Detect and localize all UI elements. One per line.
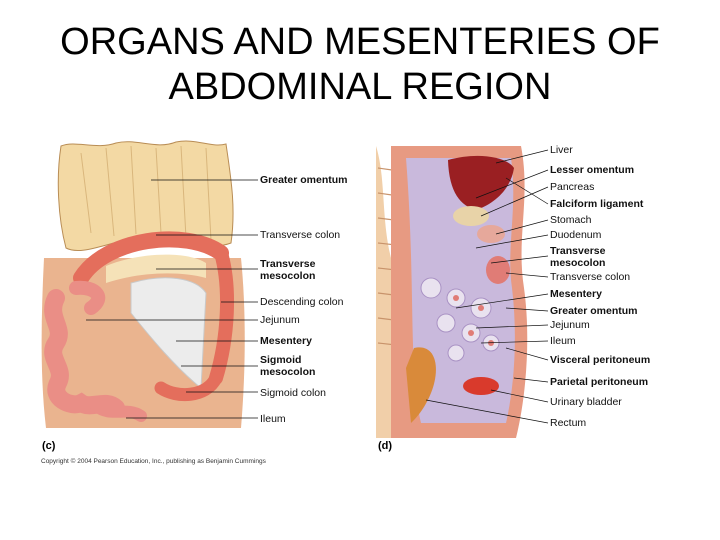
descending-colon-shape bbox=[209, 246, 235, 385]
label-sigmoid-c: Sigmoid bbox=[260, 354, 302, 366]
panel-c-drawing bbox=[41, 140, 258, 428]
transverse-colon-shape bbox=[73, 231, 229, 286]
label-visceral-peritoneum-d: Visceral peritoneum bbox=[550, 354, 651, 366]
anatomy-figure: Greater omentum Transverse colon Transve… bbox=[36, 138, 686, 470]
label-urinary-bladder-d: Urinary bladder bbox=[550, 396, 622, 408]
label-stomach-d: Stomach bbox=[550, 214, 592, 226]
label-jejunum-c: Jejunum bbox=[260, 314, 300, 326]
label-transverse-colon-d: Transverse colon bbox=[550, 271, 631, 283]
label-greater-omentum-d: Greater omentum bbox=[550, 305, 638, 317]
greater-omentum-shape bbox=[57, 140, 234, 252]
label-ileum-d: Ileum bbox=[550, 335, 576, 347]
label-transverse-d: Transverse bbox=[550, 245, 606, 257]
label-parietal-peritoneum-d: Parietal peritoneum bbox=[550, 376, 649, 388]
label-pancreas-d: Pancreas bbox=[550, 181, 595, 193]
copyright-notice: Copyright © 2004 Pearson Education, Inc.… bbox=[41, 458, 266, 465]
panel-label-d: (d) bbox=[378, 440, 393, 452]
panel-label-c: (c) bbox=[42, 440, 56, 452]
transverse-colon-d bbox=[486, 256, 510, 284]
stomach-shape bbox=[477, 225, 505, 243]
label-sigmoid-mesocolon-c: mesocolon bbox=[260, 366, 316, 378]
rectum-shape bbox=[406, 347, 436, 423]
label-mesocolon-d: mesocolon bbox=[550, 257, 606, 269]
label-sigmoid-colon-c: Sigmoid colon bbox=[260, 387, 326, 399]
anatomy-illustration bbox=[41, 140, 549, 438]
urinary-bladder-shape bbox=[463, 377, 499, 395]
label-rectum-d: Rectum bbox=[550, 417, 587, 429]
label-falciform-ligament-d: Falciform ligament bbox=[550, 198, 644, 210]
label-duodenum-d: Duodenum bbox=[550, 229, 602, 241]
pancreas-shape bbox=[453, 206, 489, 226]
label-greater-omentum-c: Greater omentum bbox=[260, 174, 348, 186]
ileum-shape bbox=[90, 400, 147, 422]
label-jejunum-d: Jejunum bbox=[550, 319, 590, 331]
panel-d-drawing bbox=[376, 146, 549, 438]
page-title: ORGANS AND MESENTERIES OF ABDOMINAL REGI… bbox=[0, 20, 720, 110]
title-line-1: ORGANS AND MESENTERIES OF bbox=[60, 21, 660, 63]
sigmoid-colon-shape bbox=[154, 371, 223, 402]
label-mesentery-d: Mesentery bbox=[550, 288, 602, 300]
label-descending-colon-c: Descending colon bbox=[260, 296, 344, 308]
label-ileum-c: Ileum bbox=[260, 413, 286, 425]
label-lesser-omentum-d: Lesser omentum bbox=[550, 164, 635, 176]
label-mesocolon-c: mesocolon bbox=[260, 270, 316, 282]
liver-shape bbox=[448, 155, 514, 210]
label-liver-d: Liver bbox=[550, 144, 573, 156]
label-mesentery-c: Mesentery bbox=[260, 335, 312, 347]
title-line-2: ABDOMINAL REGION bbox=[168, 66, 552, 108]
label-transverse-colon-c: Transverse colon bbox=[260, 229, 341, 241]
label-transverse-c: Transverse bbox=[260, 258, 316, 270]
